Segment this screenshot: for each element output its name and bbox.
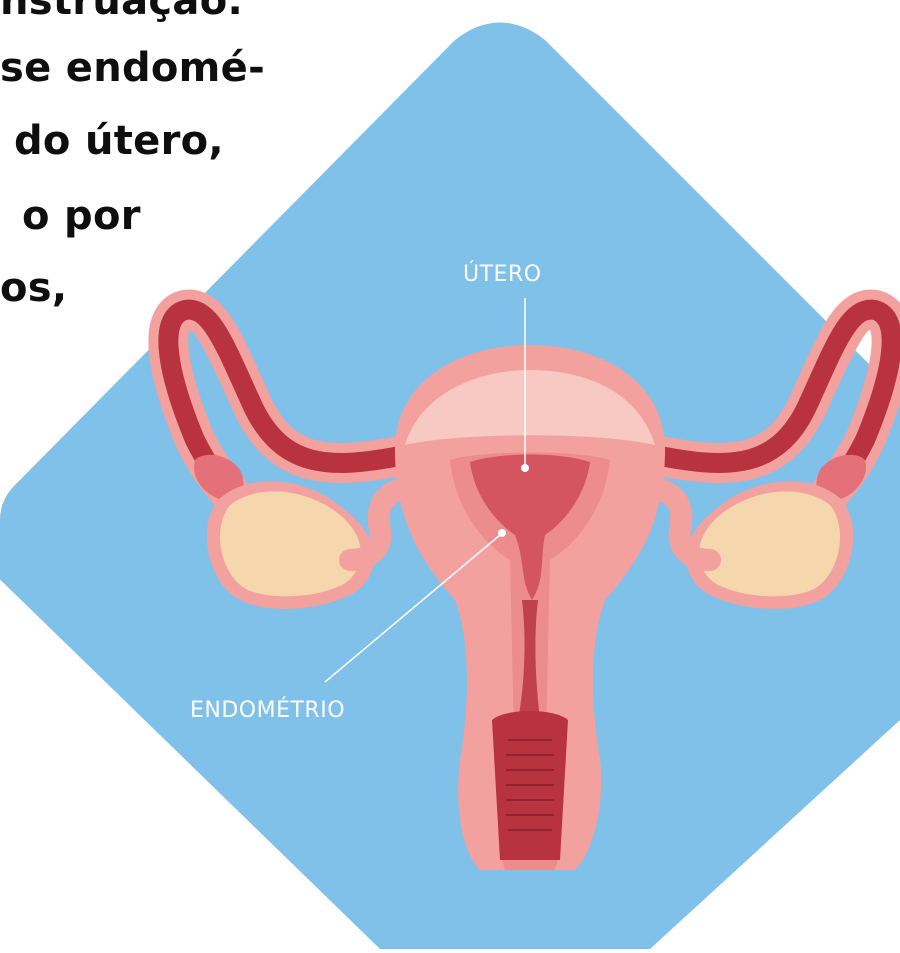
- endometrio-label: ENDOMÉTRIO: [190, 698, 345, 723]
- endometrio-pointer-dot: [498, 529, 506, 537]
- text-line-3: do útero,: [14, 118, 224, 164]
- text-line-2: se endomé-: [0, 45, 265, 91]
- utero-label: ÚTERO: [463, 262, 542, 287]
- text-line-4: o por: [22, 193, 141, 239]
- text-line-5: os,: [0, 265, 67, 311]
- utero-pointer-dot: [521, 464, 529, 472]
- text-line-1: nstruação.: [0, 0, 243, 24]
